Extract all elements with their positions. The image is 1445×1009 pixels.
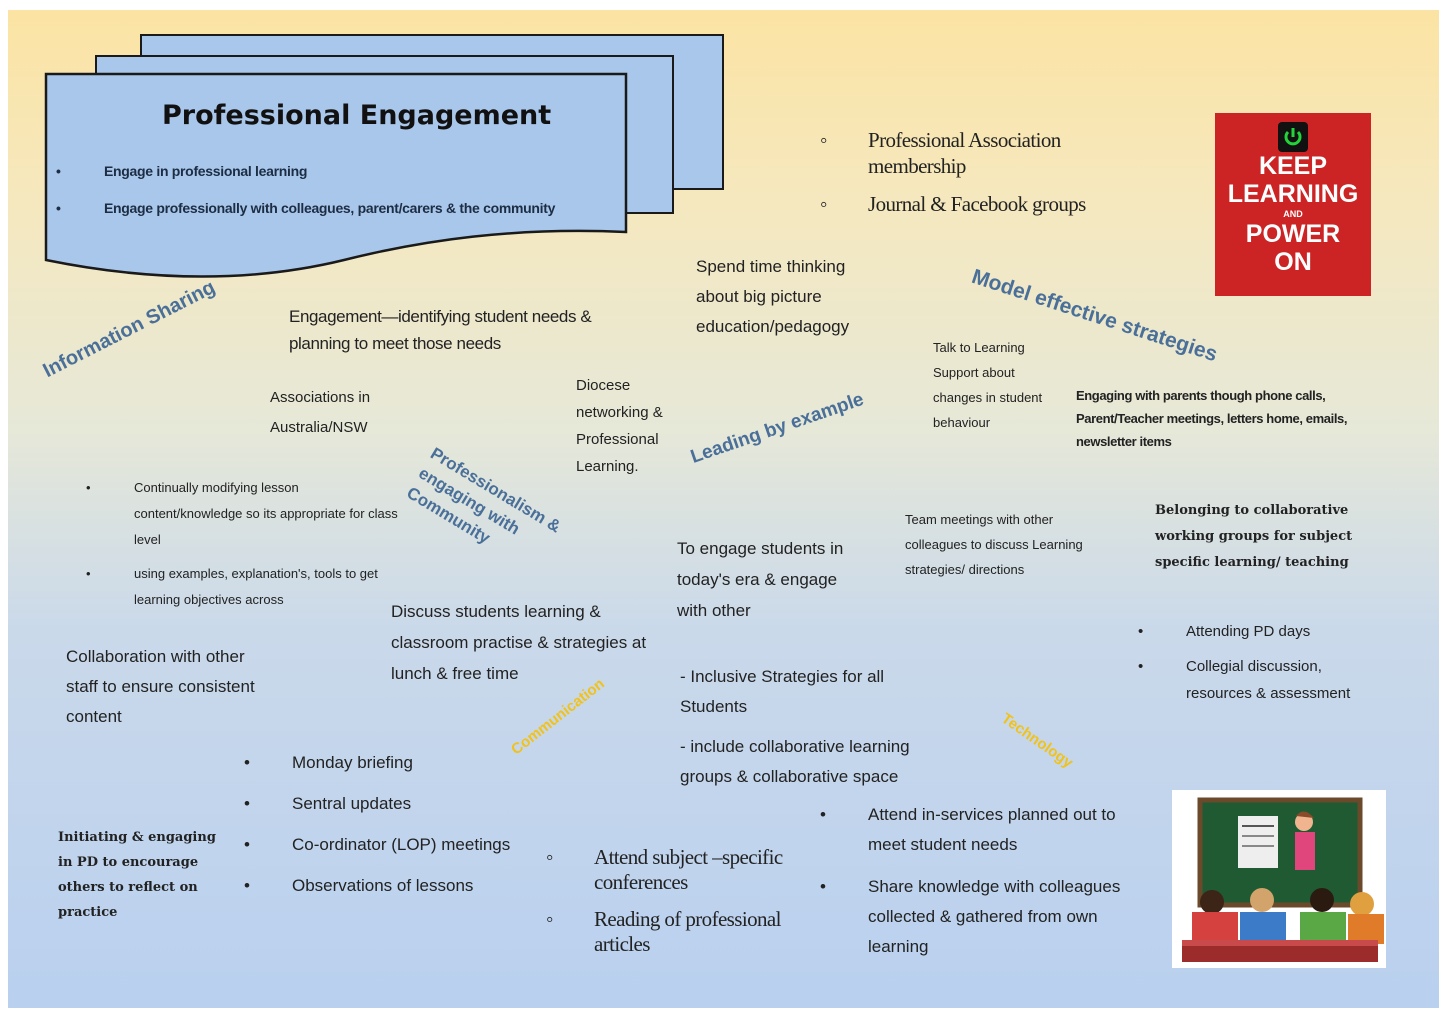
list-pd-days: Attending PD days Collegial discussion, … (1138, 618, 1368, 707)
note-belonging: Belonging to collaborative working group… (1155, 503, 1353, 570)
note-engagement: Engagement—identifying student needs & p… (289, 307, 592, 353)
list-item: Attend subject –specific conferences (546, 845, 816, 895)
note-diocese: Diocese networking & Professional Learni… (576, 377, 663, 475)
poster-line: LEARNING (1227, 180, 1359, 208)
note-team-meetings: Team meetings with other colleagues to d… (905, 512, 1083, 577)
header-bullet: Engage professionally with colleagues, p… (56, 190, 656, 227)
poster-line: POWER (1245, 220, 1341, 248)
list-inservices: Attend in-services planned out to meet s… (820, 800, 1150, 962)
label-technology: Technology (998, 710, 1077, 772)
poster-line: KEEP (1258, 152, 1328, 180)
list-item: Observations of lessons (244, 871, 534, 900)
poster-line: AND (1283, 209, 1303, 219)
label-information-sharing: Information Sharing (39, 276, 219, 383)
keep-learning-poster: KEEP LEARNING AND POWER ON (1215, 113, 1371, 296)
list-conferences: Attend subject –specific conferences Rea… (546, 845, 816, 957)
note-collaboration: Collaboration with other staff to ensure… (66, 647, 255, 726)
note-collab-groups: - include collaborative learning groups … (680, 737, 910, 786)
list-item: using examples, explanation's, tools to … (86, 561, 406, 613)
note-parents: Engaging with parents though phone calls… (1076, 388, 1348, 449)
list-item: Continually modifying lesson content/kno… (86, 475, 406, 553)
list-item: Journal & Facebook groups (820, 191, 1110, 217)
list-item: Professional Association membership (820, 127, 1110, 179)
list-item: Collegial discussion, resources & assess… (1138, 653, 1368, 707)
note-big-picture: Spend time thinking about big picture ed… (696, 257, 850, 336)
power-icon (1278, 122, 1308, 152)
list-briefing: Monday briefing Sentral updates Co-ordin… (244, 748, 534, 900)
list-item: Sentral updates (244, 789, 534, 818)
list-item: Attending PD days (1138, 618, 1368, 645)
note-associations: Associations in Australia/NSW (270, 389, 371, 436)
list-item: Share knowledge with colleagues collecte… (820, 872, 1150, 962)
note-initiating: Initiating & engaging in PD to encourage… (58, 830, 216, 920)
note-discuss: Discuss students learning & classroom pr… (391, 602, 647, 683)
note-inclusive: - Inclusive Strategies for all Students (680, 667, 885, 716)
note-to-engage: To engage students in today's era & enga… (677, 539, 844, 620)
label-leading-by-example: Leading by example (688, 388, 867, 468)
list-item: Co-ordinator (LOP) meetings (244, 830, 534, 859)
note-talk-support: Talk to Learning Support about changes i… (933, 340, 1043, 430)
classroom-clipart (1172, 790, 1386, 968)
poster: Professional Engagement Engage in profes… (8, 10, 1439, 1008)
association-list: Professional Association membership Jour… (820, 127, 1110, 217)
list-item: Attend in-services planned out to meet s… (820, 800, 1150, 860)
poster-line: ON (1274, 248, 1312, 276)
list-item: Reading of professional articles (546, 907, 816, 957)
list-modifying: Continually modifying lesson content/kno… (86, 475, 406, 613)
label-professionalism: Professionalism & engaging with Communit… (403, 443, 565, 548)
header-bullets: Engage in professional learning Engage p… (56, 153, 656, 227)
list-item: Monday briefing (244, 748, 534, 777)
page-title: Professional Engagement (162, 100, 552, 131)
header-bullet: Engage in professional learning (56, 153, 656, 190)
